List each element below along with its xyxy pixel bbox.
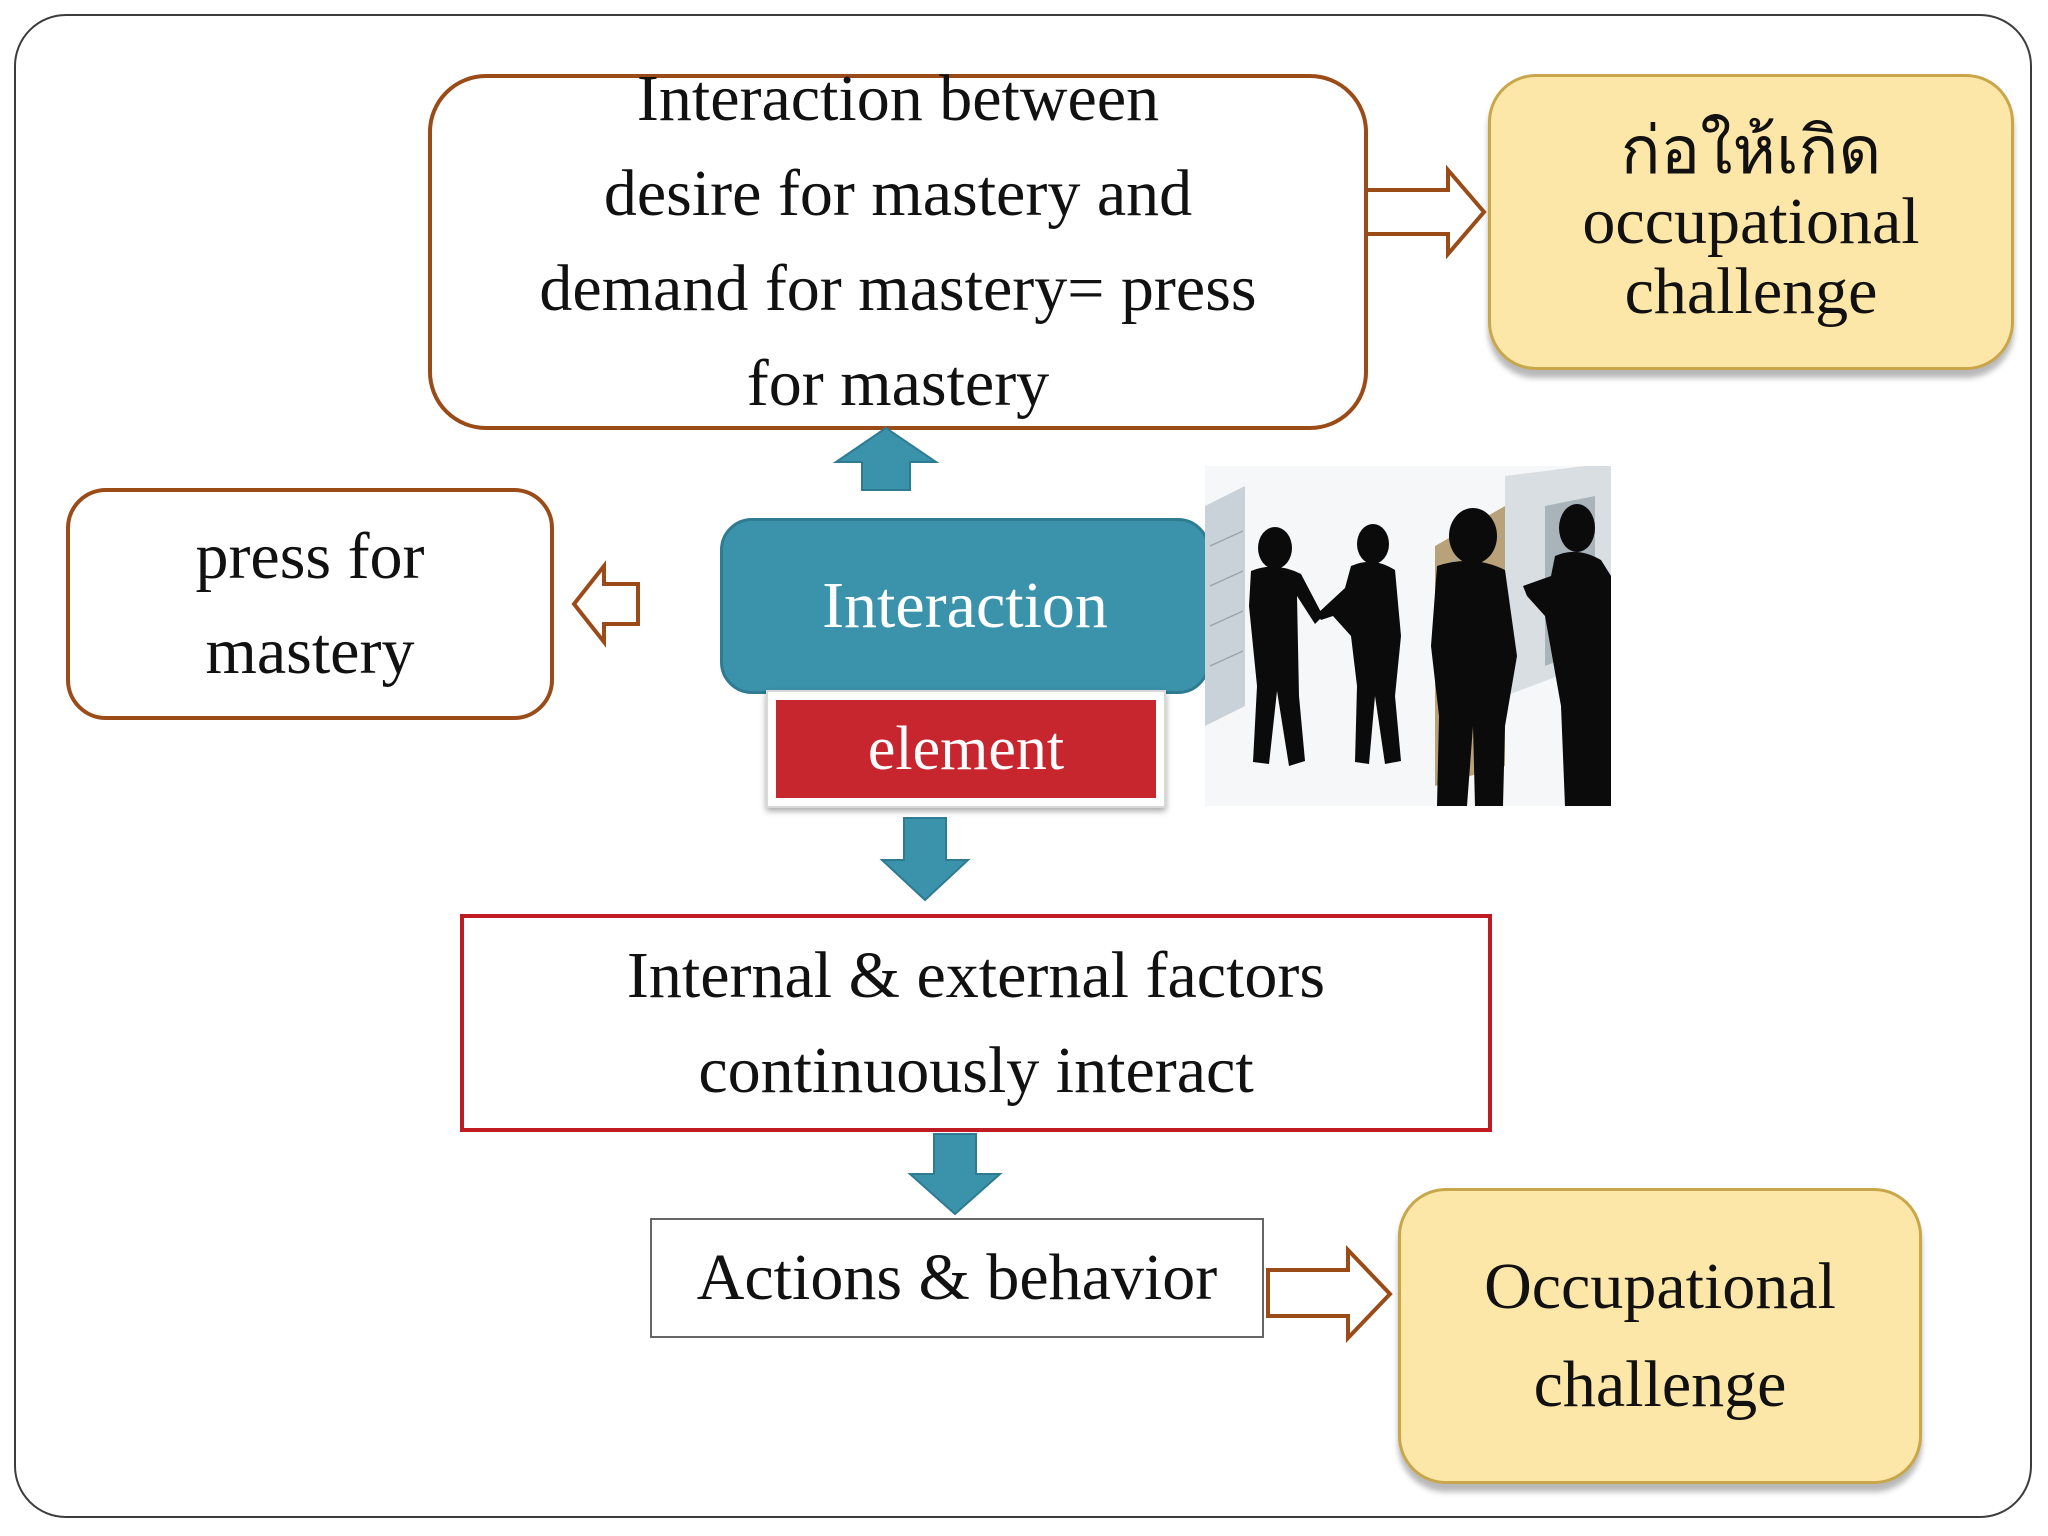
actions-behavior-box: Actions & behavior	[650, 1218, 1264, 1338]
internal-external-factors-box: Internal & external factors continuously…	[460, 914, 1492, 1132]
occupational-challenge-box: Occupational challenge	[1398, 1188, 1922, 1484]
thai-occupational-challenge-text: ก่อให้เกิด occupational challenge	[1582, 115, 1920, 328]
interaction-text: Interaction	[822, 569, 1108, 642]
element-box: element	[766, 690, 1166, 808]
interaction-box: Interaction	[720, 518, 1210, 694]
occupational-challenge-text: Occupational challenge	[1484, 1250, 1836, 1421]
interaction-desire-demand-box: Interaction between desire for mastery a…	[428, 62, 1368, 430]
element-text: element	[776, 700, 1156, 798]
thai-occupational-challenge-box: ก่อให้เกิด occupational challenge	[1488, 74, 2014, 370]
internal-external-factors-text: Internal & external factors continuously…	[626, 939, 1326, 1107]
actions-behavior-text: Actions & behavior	[696, 1241, 1218, 1314]
business-people-silhouettes-icon	[1205, 466, 1611, 806]
slide-frame	[14, 14, 2032, 1518]
press-for-mastery-box: press for mastery	[66, 488, 554, 720]
interaction-desire-demand-text: Interaction between desire for mastery a…	[539, 62, 1257, 420]
press-for-mastery-text: press for mastery	[195, 520, 425, 688]
